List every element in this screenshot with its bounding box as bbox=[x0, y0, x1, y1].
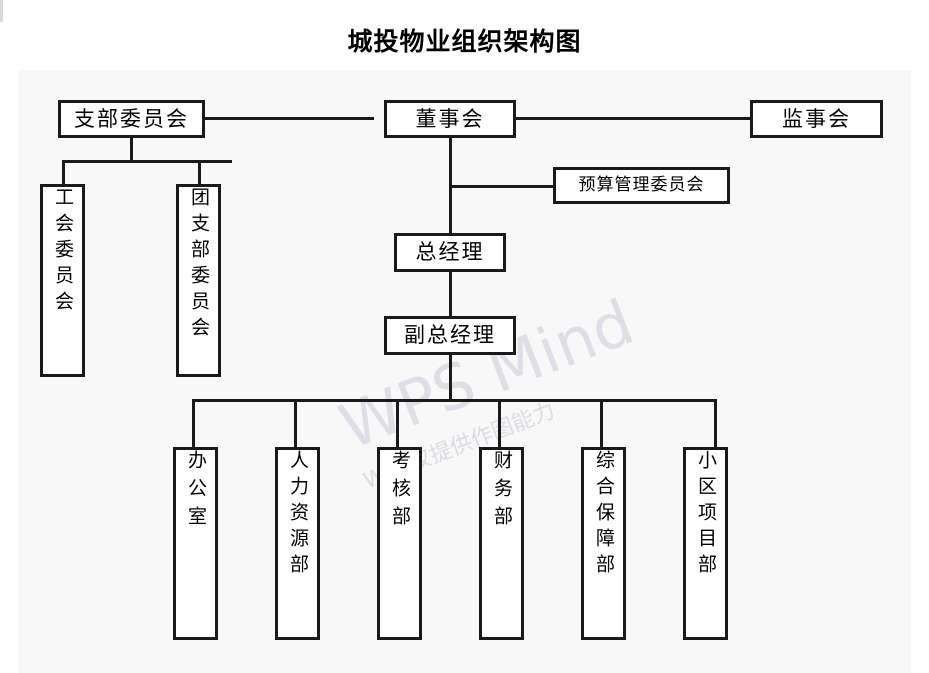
edge-party-branch-stem bbox=[130, 138, 133, 162]
node-board-of-supervisors[interactable]: 监事会 bbox=[750, 100, 883, 138]
node-label: 总经理 bbox=[415, 240, 485, 265]
node-label: 小区项目部 bbox=[695, 450, 717, 580]
node-finance-department[interactable]: 财务部 bbox=[479, 447, 524, 640]
node-label: 财务部 bbox=[491, 450, 513, 534]
node-label: 支部委员会 bbox=[74, 106, 189, 131]
node-party-branch-committee[interactable]: 支部委员会 bbox=[58, 100, 205, 138]
node-human-resources-department[interactable]: 人力资源部 bbox=[275, 447, 320, 640]
edge-board-to-budget-committee bbox=[449, 185, 553, 188]
node-label: 考核部 bbox=[389, 450, 411, 534]
node-office[interactable]: 办公室 bbox=[173, 447, 218, 640]
node-deputy-general-manager[interactable]: 副总经理 bbox=[384, 316, 516, 355]
edge-drop-union bbox=[62, 160, 65, 184]
node-label: 监事会 bbox=[782, 106, 851, 131]
node-label: 团支部委员会 bbox=[188, 187, 210, 343]
node-label: 办公室 bbox=[185, 450, 207, 534]
edge-party-branch-bus bbox=[62, 160, 232, 163]
edge-drop-office bbox=[192, 399, 195, 447]
corner-mark bbox=[0, 0, 3, 22]
watermark-primary-text: WPS Mind bbox=[330, 285, 644, 464]
node-label: 综合保障部 bbox=[593, 450, 615, 580]
edge-drop-youth-league bbox=[198, 160, 201, 184]
edge-board-to-supervisors bbox=[516, 117, 750, 120]
diagram-canvas: WPS Mind WPS仅提供作图能力 支部委员会 董事会 监事会 工会委员会 … bbox=[18, 70, 911, 673]
node-label: 预算管理委员会 bbox=[578, 174, 705, 195]
edge-drop-finance bbox=[498, 399, 501, 447]
edge-drop-assessment bbox=[396, 399, 399, 447]
node-youth-league-branch-committee[interactable]: 团支部委员会 bbox=[176, 184, 221, 377]
edge-party-branch-to-board bbox=[205, 117, 374, 120]
page-title: 城投物业组织架构图 bbox=[347, 27, 582, 56]
node-union-committee[interactable]: 工会委员会 bbox=[40, 184, 85, 377]
edge-department-bus bbox=[192, 399, 717, 402]
edge-gm-to-deputy-gm bbox=[449, 272, 452, 316]
edge-drop-hr bbox=[294, 399, 297, 447]
node-label: 工会委员会 bbox=[52, 187, 74, 317]
edge-drop-support bbox=[600, 399, 603, 447]
node-comprehensive-support-department[interactable]: 综合保障部 bbox=[581, 447, 626, 640]
edge-deputy-gm-stem bbox=[449, 352, 452, 401]
node-label: 副总经理 bbox=[404, 323, 496, 348]
edge-drop-community bbox=[714, 399, 717, 447]
node-board-of-directors[interactable]: 董事会 bbox=[384, 100, 516, 138]
node-assessment-department[interactable]: 考核部 bbox=[377, 447, 422, 640]
node-budget-management-committee[interactable]: 预算管理委员会 bbox=[553, 167, 730, 204]
node-label: 董事会 bbox=[415, 106, 485, 131]
node-community-project-department[interactable]: 小区项目部 bbox=[683, 447, 728, 640]
node-general-manager[interactable]: 总经理 bbox=[394, 233, 506, 272]
node-label: 人力资源部 bbox=[287, 450, 309, 580]
